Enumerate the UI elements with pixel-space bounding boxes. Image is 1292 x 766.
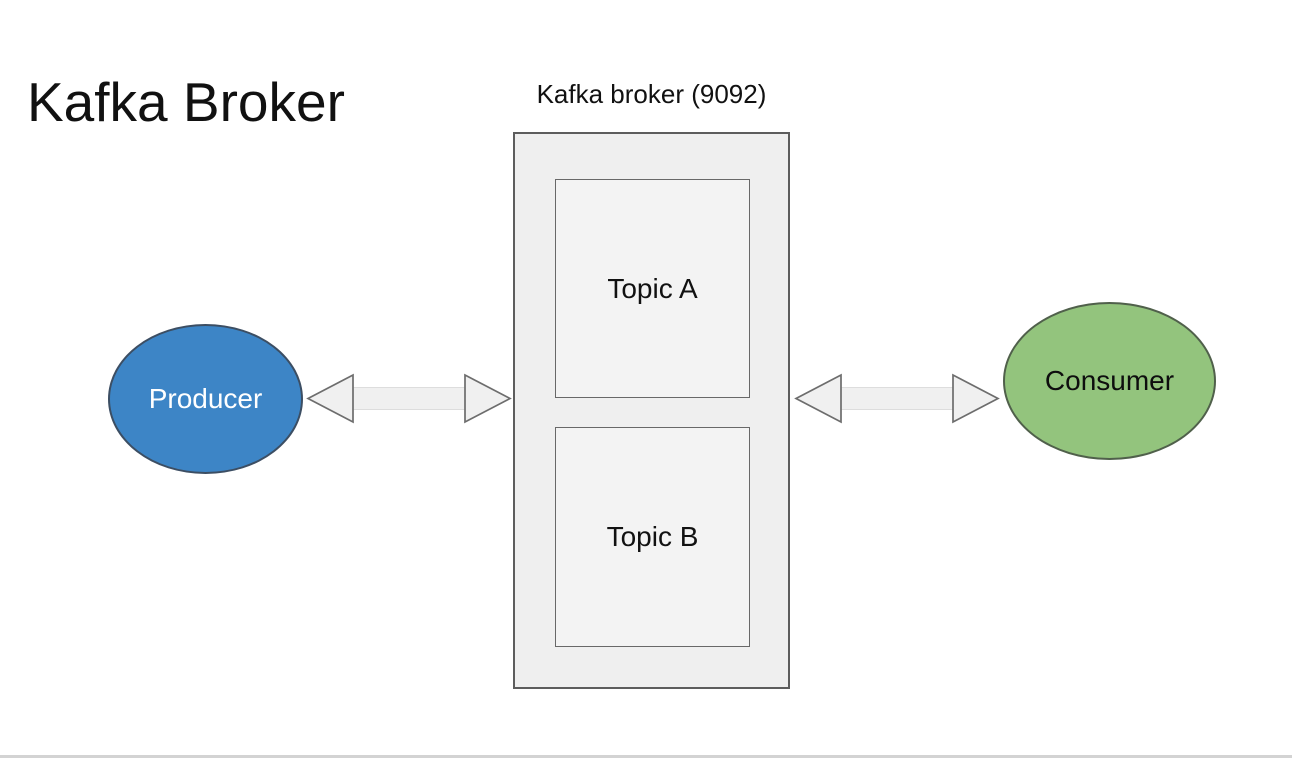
arrow-broker-consumer	[794, 372, 1000, 425]
bottom-divider	[0, 755, 1292, 758]
topic-b-box: Topic B	[555, 427, 750, 647]
producer-node: Producer	[108, 324, 303, 474]
double-arrow-icon	[794, 373, 1000, 424]
producer-label: Producer	[148, 383, 263, 414]
topic-b-label: Topic B	[606, 521, 699, 552]
topic-a-label: Topic A	[607, 272, 698, 304]
topic-a-box: Topic A	[555, 179, 750, 398]
broker-box-label: Kafka broker (9092)	[536, 79, 767, 109]
arrow-producer-broker	[306, 372, 512, 425]
consumer-node: Consumer	[1003, 302, 1216, 460]
page-title: Kafka Broker	[27, 71, 345, 133]
double-arrow-icon	[306, 373, 512, 424]
consumer-label: Consumer	[1044, 365, 1175, 396]
